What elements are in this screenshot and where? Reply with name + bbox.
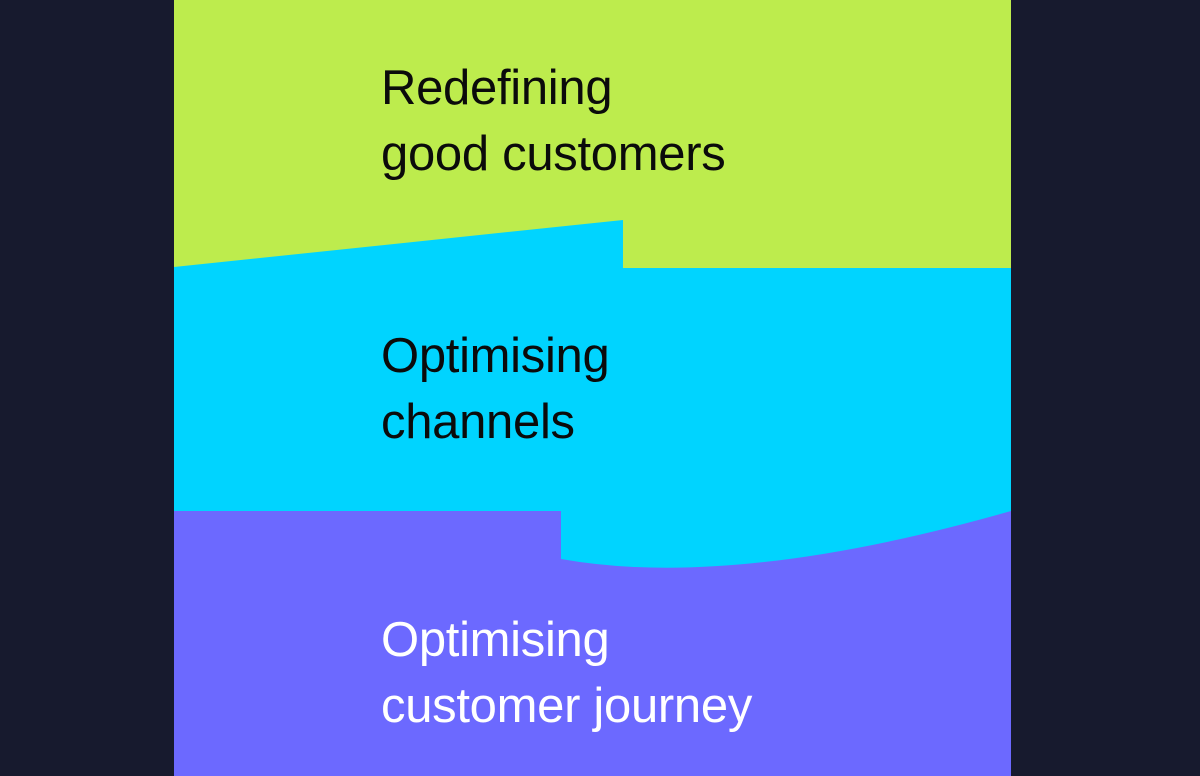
label-line: Redefining [381, 61, 613, 115]
label-line: good customers [381, 127, 726, 181]
band-label-optimising-customer-journey: Optimising customer journey [381, 607, 752, 739]
layered-panel: Redefining good customers Optimising cha… [174, 0, 1011, 776]
band-shapes [174, 0, 1011, 776]
band-purple [174, 511, 1011, 776]
band-label-optimising-channels: Optimising channels [381, 323, 610, 455]
label-line: Optimising [381, 613, 610, 667]
label-line: Optimising [381, 329, 610, 383]
band-label-redefining-good-customers: Redefining good customers [381, 55, 726, 187]
label-line: channels [381, 395, 575, 449]
label-line: customer journey [381, 679, 753, 733]
